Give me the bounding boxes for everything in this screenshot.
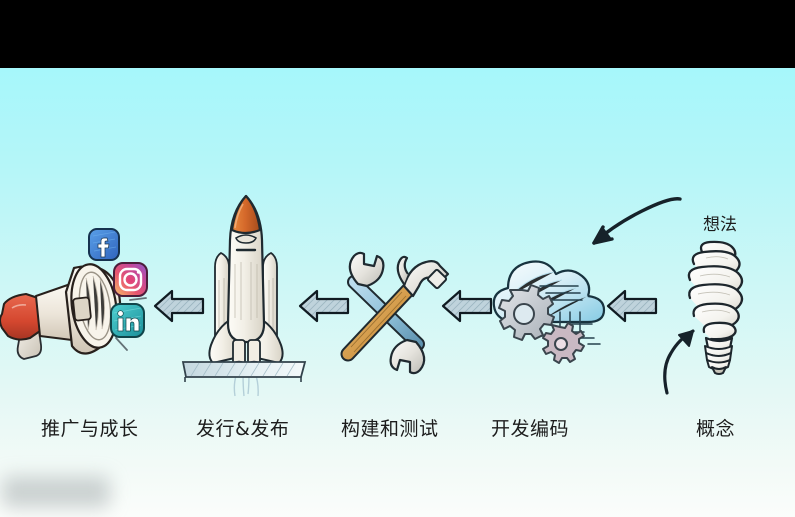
stage-develop-code-icon[interactable] xyxy=(484,240,608,366)
stage-label-promote-grow: 推广与成长 xyxy=(41,418,139,440)
curved-arrow-idea-to-cloud xyxy=(576,193,684,255)
flow-arrow-2 xyxy=(298,286,350,326)
flow-arrow-1 xyxy=(153,286,205,326)
instagram-icon[interactable] xyxy=(111,260,151,300)
launch-platform xyxy=(181,358,309,384)
curved-arrow-up-to-bulb xyxy=(657,311,707,395)
stage-concept-icon[interactable] xyxy=(672,238,764,375)
stage-promote-grow-icon[interactable] xyxy=(0,246,147,366)
stage-label-concept: 概念 xyxy=(696,418,736,440)
linkedin-icon[interactable] xyxy=(108,301,148,341)
diagram-canvas: 想法 推广与成长 发行&发布 构建和测试 开发编码 概念 xyxy=(0,68,795,517)
blurred-overlay-artifact xyxy=(2,476,110,508)
stage-label-build-test: 构建和测试 xyxy=(341,418,439,440)
flow-arrow-3 xyxy=(441,286,493,326)
gear-small xyxy=(542,322,585,364)
gear-large xyxy=(498,284,555,341)
hammer-shape xyxy=(340,255,450,362)
idea-label: 想法 xyxy=(703,215,737,235)
stage-label-develop-code: 开发编码 xyxy=(491,418,570,440)
black-letterbox-bar xyxy=(0,0,795,68)
stage-build-test-icon[interactable] xyxy=(332,246,450,375)
megaphone-body xyxy=(0,263,147,360)
flow-arrow-4 xyxy=(606,286,658,326)
stage-label-release-publish: 发行&发布 xyxy=(196,418,290,440)
stage-release-publish-icon[interactable] xyxy=(183,190,309,397)
facebook-icon[interactable] xyxy=(86,226,122,264)
